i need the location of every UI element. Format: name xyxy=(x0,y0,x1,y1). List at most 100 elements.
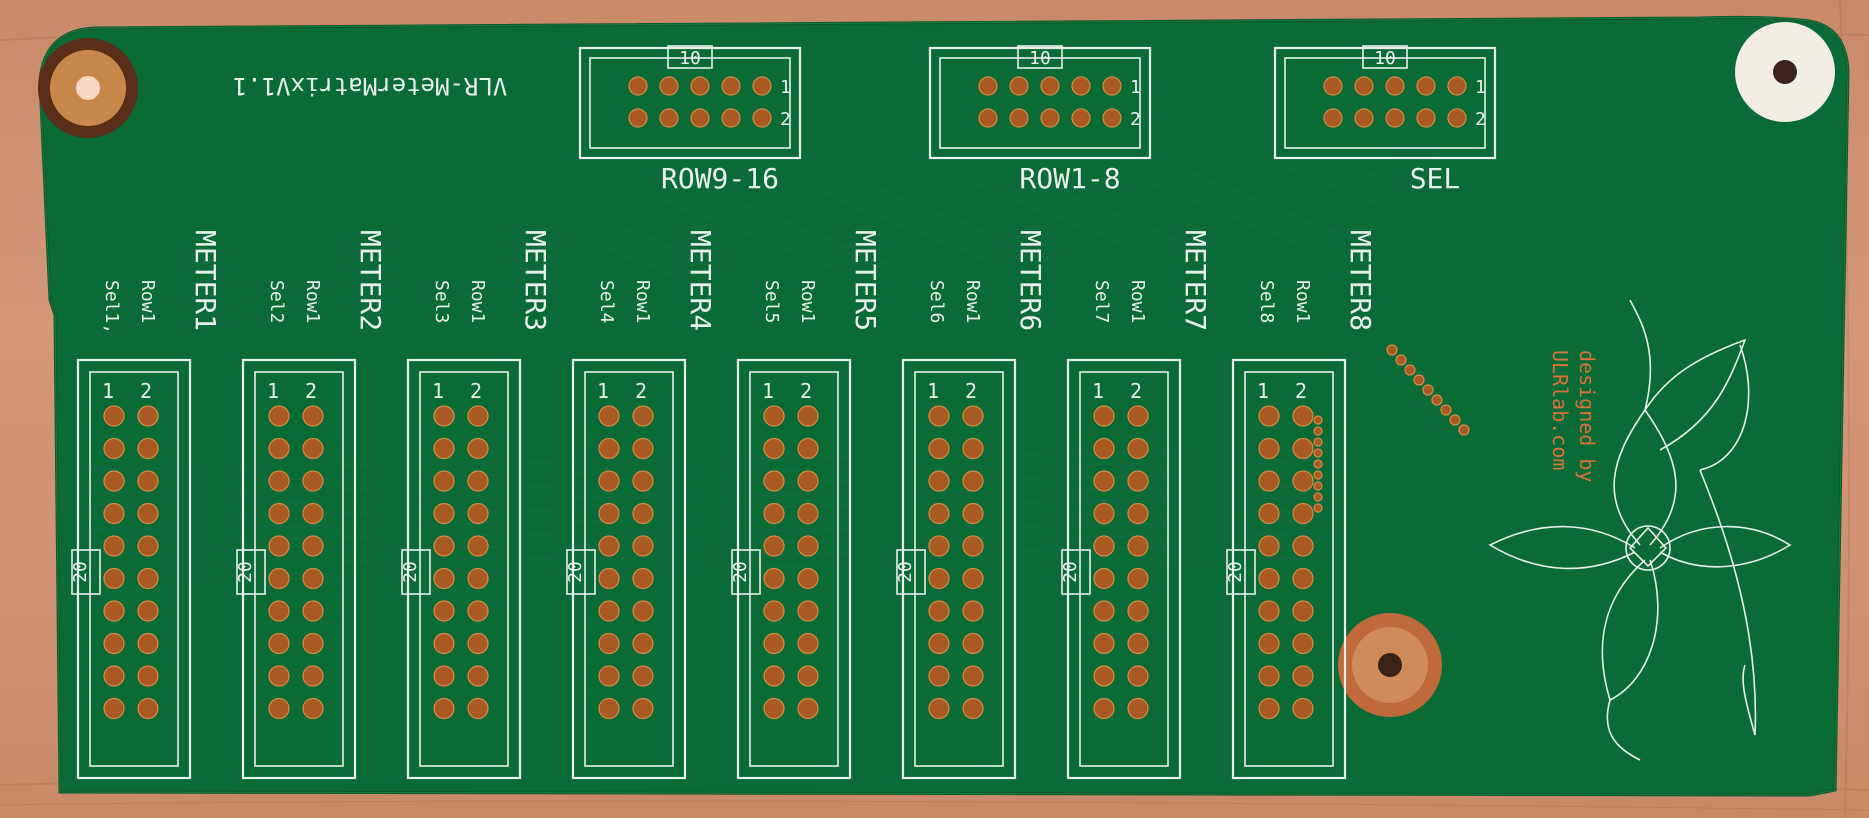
pad xyxy=(928,535,950,557)
pad xyxy=(1093,535,1115,557)
meter-name: METER3 xyxy=(519,230,552,331)
pad xyxy=(1258,632,1280,655)
pad xyxy=(628,108,648,128)
pad xyxy=(268,632,290,655)
pad xyxy=(302,665,324,687)
pad xyxy=(763,405,785,427)
pad xyxy=(268,502,290,525)
pad xyxy=(433,470,455,492)
header-inner-outline xyxy=(1284,57,1486,149)
pin-a-label: 1 xyxy=(267,379,279,403)
pad xyxy=(928,502,950,525)
pin-a-label: 1 xyxy=(102,379,114,403)
pad xyxy=(1354,76,1374,96)
pad xyxy=(632,502,654,525)
pin-b-label: 2 xyxy=(965,379,977,403)
header-outline xyxy=(1231,358,1347,780)
pad xyxy=(1323,76,1343,96)
pad xyxy=(103,437,125,460)
pad xyxy=(1127,600,1149,622)
pin-a-label: 1 xyxy=(432,379,444,403)
pad xyxy=(1258,697,1280,720)
pad xyxy=(632,697,654,720)
small-pad xyxy=(1386,344,1398,356)
pad xyxy=(763,632,785,655)
connector-label: ROW1-8 xyxy=(1019,162,1120,195)
connector-label: ROW9-16 xyxy=(661,162,779,195)
pad xyxy=(1258,535,1280,557)
pad xyxy=(1127,502,1149,525)
pin-count-label: 20 xyxy=(235,561,256,583)
pad xyxy=(268,665,290,687)
pad xyxy=(103,600,125,622)
pad xyxy=(962,405,984,427)
pad xyxy=(1258,502,1280,525)
pad xyxy=(1093,600,1115,622)
pad xyxy=(978,76,998,96)
pad xyxy=(433,632,455,655)
pad xyxy=(1071,108,1091,128)
pad xyxy=(137,665,159,687)
pad xyxy=(1093,665,1115,687)
pad xyxy=(1416,76,1436,96)
pin-a-label: 1 xyxy=(1130,77,1141,98)
pin-b-label: 2 xyxy=(800,379,812,403)
pad xyxy=(721,108,741,128)
trace xyxy=(109,144,1442,312)
pin-count-box xyxy=(1226,549,1256,595)
pad xyxy=(1040,76,1060,96)
header-outline xyxy=(406,358,522,780)
meter-name: METER1 xyxy=(189,230,222,331)
pad xyxy=(763,697,785,720)
row-label: Row1 xyxy=(1292,280,1313,323)
pad xyxy=(1258,567,1280,590)
pad xyxy=(1102,76,1122,96)
pad xyxy=(928,470,950,492)
pad xyxy=(467,437,489,460)
pad xyxy=(763,665,785,687)
meter-name: METER7 xyxy=(1179,230,1212,331)
header-outline xyxy=(571,358,687,780)
sel-label: Sel6 xyxy=(926,280,947,323)
pad xyxy=(467,665,489,687)
pad xyxy=(763,600,785,622)
pin-count-label: 20 xyxy=(565,561,586,583)
meter-name: METER2 xyxy=(354,230,387,331)
pad xyxy=(268,697,290,720)
pad xyxy=(433,697,455,720)
small-pad xyxy=(1313,492,1323,502)
small-pad xyxy=(1422,384,1434,396)
pad xyxy=(302,600,324,622)
pad xyxy=(302,567,324,590)
mounting-hole-bottom-right xyxy=(1338,613,1442,717)
pad xyxy=(797,567,819,590)
pad xyxy=(763,535,785,557)
sel-label: Sel7 xyxy=(1091,280,1112,323)
pin-count-box xyxy=(566,549,596,595)
pin-a-label: 1 xyxy=(597,379,609,403)
pad xyxy=(598,405,620,427)
pad xyxy=(137,502,159,525)
pad xyxy=(1292,405,1314,427)
pin-b-label: 2 xyxy=(140,379,152,403)
pad xyxy=(797,632,819,655)
pad xyxy=(598,632,620,655)
pad xyxy=(103,502,125,525)
pad xyxy=(1127,437,1149,460)
pin-count-label: 20 xyxy=(1060,561,1081,583)
pad xyxy=(433,502,455,525)
meter-name: METER5 xyxy=(849,230,882,331)
small-pad xyxy=(1313,481,1323,491)
pad xyxy=(1127,535,1149,557)
pad xyxy=(632,567,654,590)
pad xyxy=(962,600,984,622)
pad xyxy=(137,470,159,492)
pad xyxy=(978,108,998,128)
pad xyxy=(632,632,654,655)
pad xyxy=(632,437,654,460)
